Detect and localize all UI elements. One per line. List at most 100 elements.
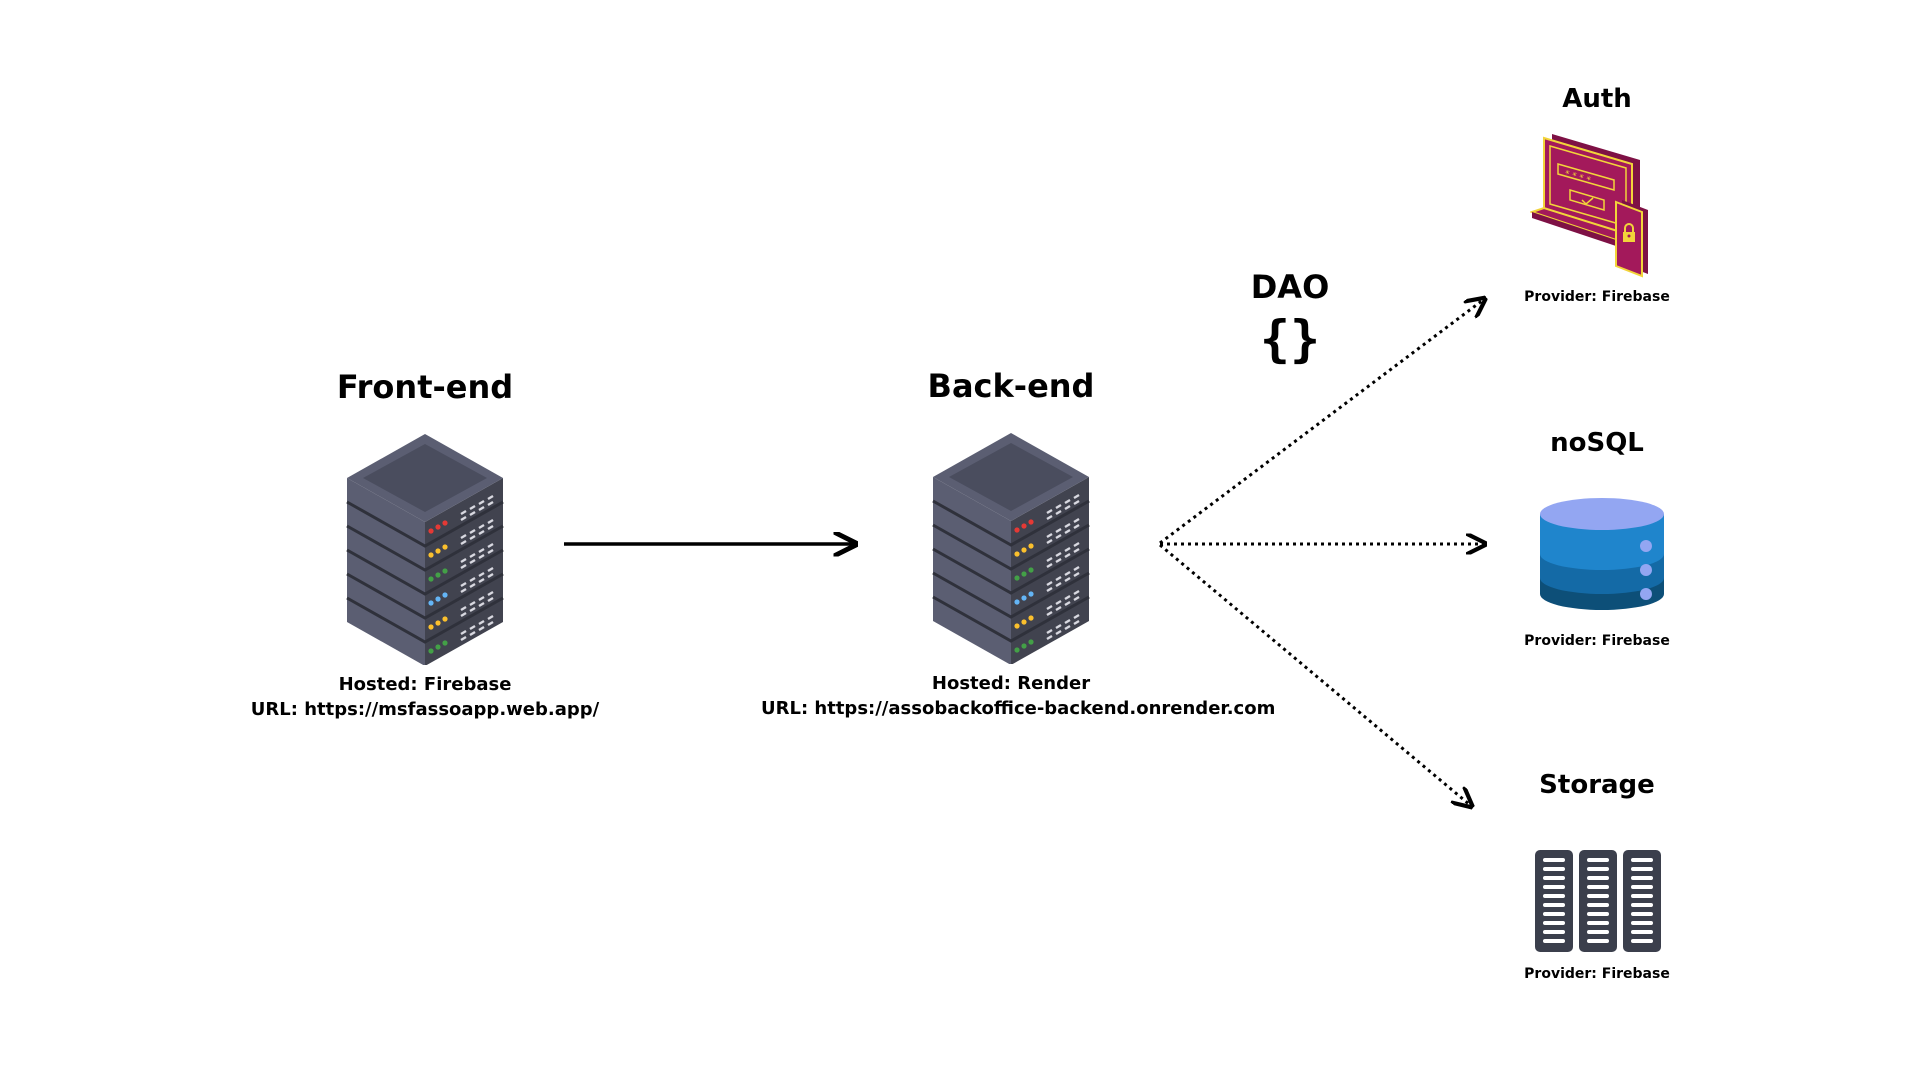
auth-provider: Provider: Firebase — [1524, 289, 1670, 305]
server-led — [428, 528, 434, 534]
server-led — [435, 644, 441, 650]
server-led — [1014, 575, 1020, 581]
server-vent — [478, 571, 485, 578]
server-vent — [487, 542, 494, 549]
server-vent — [1073, 613, 1080, 620]
server-vent — [1064, 546, 1071, 553]
storage-slot — [1543, 903, 1565, 907]
server-vent — [1064, 528, 1071, 535]
server-top-panel — [949, 443, 1073, 511]
server-vent — [460, 509, 467, 516]
nosql-provider: Provider: Firebase — [1524, 633, 1670, 649]
server-led — [442, 592, 448, 598]
server-top-panel — [363, 444, 487, 512]
server-vent — [478, 625, 485, 632]
storage-slot — [1543, 894, 1565, 898]
storage-rack — [1579, 850, 1617, 952]
server-vent — [1073, 595, 1080, 602]
server-slab-divider — [346, 572, 504, 620]
server-vent — [1073, 619, 1080, 626]
frontend-server-icon — [346, 434, 504, 665]
storage-title: Storage — [1539, 770, 1655, 800]
storage-slot — [1587, 903, 1609, 907]
server-vent — [1046, 634, 1053, 641]
server-vent — [487, 500, 494, 507]
server-vent — [487, 596, 494, 603]
server-led — [428, 624, 434, 630]
frontend-title: Front-end — [336, 368, 514, 406]
server-led — [435, 572, 441, 578]
server-led — [1021, 547, 1027, 553]
server-slab-divider — [932, 523, 1090, 571]
server-vent — [460, 605, 467, 612]
server-led — [1014, 527, 1020, 533]
server-vent — [1073, 571, 1080, 578]
server-vent — [478, 505, 485, 512]
storage-slot — [1543, 921, 1565, 925]
storage-rack — [1623, 850, 1661, 952]
server-vent — [460, 515, 467, 522]
dao-label: DAO — [1250, 268, 1330, 306]
server-vent — [1055, 509, 1062, 516]
storage-slot — [1543, 858, 1565, 862]
server-vent — [1073, 517, 1080, 524]
server-led — [1014, 647, 1020, 653]
server-led — [1028, 543, 1034, 549]
server-led — [1014, 551, 1020, 557]
storage-racks-icon — [1535, 850, 1661, 952]
server-led — [1028, 567, 1034, 573]
auth-secure-login-icon: * * * * — [1530, 134, 1648, 278]
auth-title: Auth — [1562, 84, 1632, 114]
server-vent — [1055, 581, 1062, 588]
storage-slot — [1587, 930, 1609, 934]
server-vent — [1046, 562, 1053, 569]
server-vent — [469, 552, 476, 559]
nosql-title: noSQL — [1550, 428, 1644, 458]
server-led — [1028, 639, 1034, 645]
server-vent — [1046, 604, 1053, 611]
server-slab-divider — [932, 547, 1090, 595]
storage-slot — [1631, 858, 1653, 862]
server-vent — [1055, 557, 1062, 564]
server-vent — [469, 558, 476, 565]
server-vent — [1064, 552, 1071, 559]
storage-slot — [1587, 921, 1609, 925]
server-vent — [1055, 533, 1062, 540]
server-led — [435, 620, 441, 626]
server-vent — [487, 620, 494, 627]
storage-slot — [1631, 930, 1653, 934]
server-vent — [469, 630, 476, 637]
storage-slot — [1587, 885, 1609, 889]
backend-title: Back-end — [927, 367, 1095, 405]
server-vent — [1064, 504, 1071, 511]
server-vent — [1046, 532, 1053, 539]
server-vent — [1073, 499, 1080, 506]
storage-slot — [1631, 912, 1653, 916]
storage-slot — [1631, 903, 1653, 907]
backend-url: URL: https://assobackoffice-backend.onre… — [761, 698, 1276, 719]
storage-slot — [1587, 939, 1609, 943]
server-vent — [1046, 580, 1053, 587]
frontend-hosted: Hosted: Firebase — [338, 674, 512, 695]
storage-slot — [1587, 876, 1609, 880]
server-vent — [478, 553, 485, 560]
server-vent — [1046, 556, 1053, 563]
server-vent — [478, 619, 485, 626]
server-led — [442, 520, 448, 526]
storage-slot — [1587, 858, 1609, 862]
server-vent — [1064, 498, 1071, 505]
server-vent — [1064, 618, 1071, 625]
storage-slot — [1631, 939, 1653, 943]
server-vent — [460, 557, 467, 564]
server-vent — [460, 539, 467, 546]
server-slab-divider — [346, 500, 504, 548]
server-vent — [478, 529, 485, 536]
storage-slot — [1587, 894, 1609, 898]
server-vent — [1064, 594, 1071, 601]
storage-slot — [1631, 867, 1653, 871]
server-vent — [478, 523, 485, 530]
server-vent — [460, 533, 467, 540]
server-vent — [487, 566, 494, 573]
server-vent — [460, 635, 467, 642]
server-vent — [1073, 547, 1080, 554]
